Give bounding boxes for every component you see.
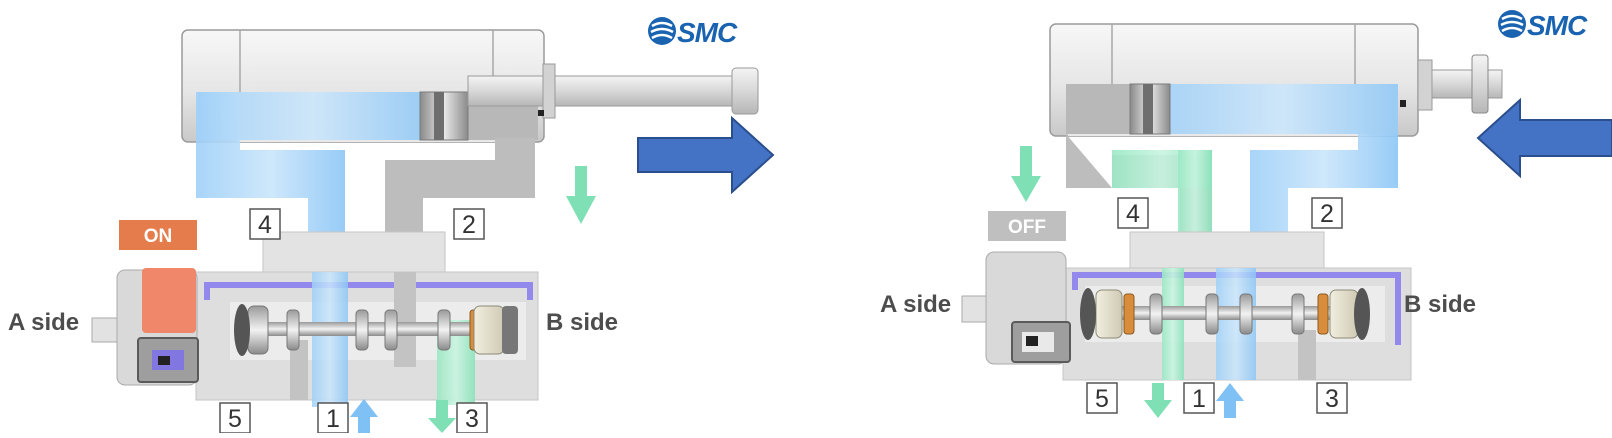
smc-logo-text: SMC bbox=[1527, 10, 1588, 41]
smc-logo: SMC bbox=[1498, 10, 1589, 41]
port-label-1: 1 bbox=[317, 402, 349, 434]
valve-body bbox=[1062, 231, 1412, 381]
exhaust-arrow-down bbox=[428, 400, 456, 433]
svg-text:4: 4 bbox=[258, 211, 272, 239]
svg-text:5: 5 bbox=[1095, 385, 1109, 413]
port-label-4: 4 bbox=[1117, 197, 1149, 229]
solenoid-coil bbox=[961, 251, 1071, 365]
solenoid-state-label: ON bbox=[144, 226, 173, 247]
solenoid-state-badge bbox=[119, 220, 197, 250]
pipe-port-4-air bbox=[196, 92, 345, 285]
svg-text:2: 2 bbox=[462, 211, 476, 239]
smc-logo: SMC bbox=[648, 17, 739, 48]
port-label-5: 5 bbox=[1086, 382, 1118, 414]
exhaust-arrow-down bbox=[1144, 383, 1172, 418]
b-side-label: B side bbox=[546, 309, 618, 336]
piston-rod bbox=[1431, 69, 1503, 99]
valve-body bbox=[195, 231, 539, 407]
cylinder-chamber-air bbox=[1168, 84, 1398, 134]
cylinder bbox=[1049, 23, 1503, 137]
pipe-port-2-bend bbox=[385, 138, 535, 198]
cylinder bbox=[181, 29, 759, 143]
exhaust-arrow-down-solenoid bbox=[1011, 146, 1041, 202]
solenoid-coil bbox=[91, 268, 199, 386]
exhaust-arrow-down-cylinder bbox=[566, 166, 596, 224]
rod-end bbox=[731, 67, 759, 115]
port-label-5: 5 bbox=[219, 402, 251, 434]
b-side-label: B side bbox=[1404, 291, 1476, 318]
solenoid-state-label: OFF bbox=[1008, 217, 1046, 238]
port-label-3: 3 bbox=[1316, 382, 1348, 414]
svg-text:3: 3 bbox=[1325, 385, 1339, 413]
solenoid-state-badge bbox=[988, 211, 1066, 241]
panel-off: OFF A side B side 4 2 5 1 3 bbox=[880, 10, 1612, 418]
a-side-label: A side bbox=[8, 309, 79, 336]
port-label-2: 2 bbox=[453, 208, 485, 240]
smc-logo-text: SMC bbox=[677, 17, 738, 48]
supply-arrow-up bbox=[1216, 383, 1244, 418]
port-label-4: 4 bbox=[249, 208, 281, 240]
a-side-label: A side bbox=[880, 291, 951, 318]
svg-text:1: 1 bbox=[1192, 385, 1206, 413]
svg-text:1: 1 bbox=[326, 405, 340, 433]
piston-rod bbox=[467, 75, 737, 107]
cylinder-exhaust-chamber bbox=[1066, 84, 1130, 134]
coil-energized bbox=[142, 268, 196, 333]
svg-text:2: 2 bbox=[1320, 200, 1334, 228]
svg-text:4: 4 bbox=[1126, 200, 1140, 228]
svg-text:5: 5 bbox=[228, 405, 242, 433]
motion-arrow-left bbox=[1476, 97, 1612, 179]
port-label-1: 1 bbox=[1183, 382, 1215, 414]
rod-nut bbox=[1471, 54, 1489, 114]
panel-on: ON A side B side 4 2 5 1 3 bbox=[8, 17, 775, 434]
supply-arrow-up bbox=[350, 399, 378, 433]
port-label-3: 3 bbox=[456, 402, 488, 434]
spool-shaft bbox=[252, 322, 497, 336]
svg-text:3: 3 bbox=[465, 405, 479, 433]
motion-arrow-right bbox=[637, 115, 775, 195]
port-label-2: 2 bbox=[1311, 197, 1343, 229]
